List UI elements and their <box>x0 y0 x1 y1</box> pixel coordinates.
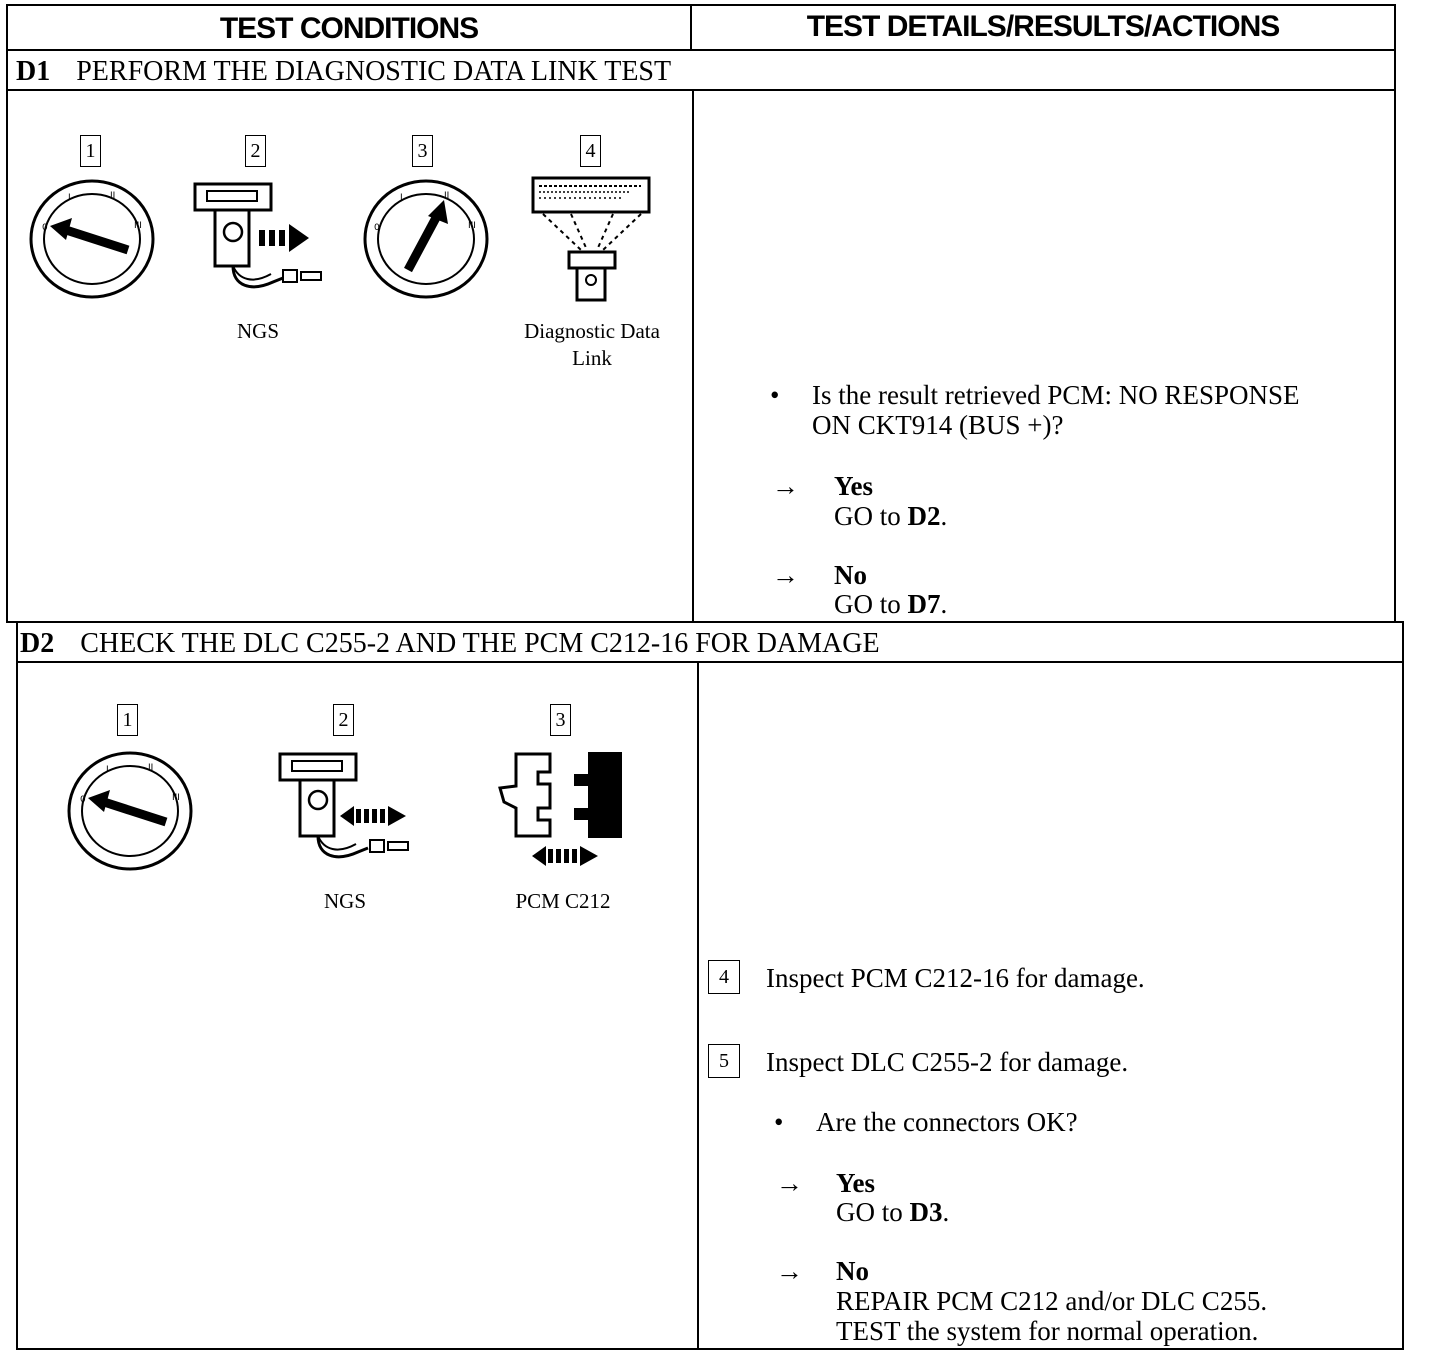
d2-pcm-caption: PCM C212 <box>515 889 611 913</box>
d1-no-arrow: → <box>772 560 799 590</box>
d1-yes-action-target: D2 <box>907 501 941 531</box>
d1-no-label: No <box>834 560 867 590</box>
d1-ddl-caption-line1: Diagnostic Data <box>524 319 660 343</box>
svg-text:III: III <box>134 221 142 231</box>
header-column-divider <box>690 4 692 51</box>
d2-section-title: D2 CHECK THE DLC C255-2 AND THE PCM C212-… <box>20 628 880 660</box>
table-border-top <box>6 4 1396 6</box>
svg-text:II: II <box>110 191 115 201</box>
d2-step-4-text: Inspect PCM C212-16 for damage. <box>766 963 1145 993</box>
d1-column-divider <box>692 89 694 622</box>
diagnostic-data-link-icon <box>531 176 651 302</box>
d2-title-divider <box>16 661 1404 663</box>
d2-ngs-caption: NGS <box>323 889 366 913</box>
d2-yes-action-prefix: GO to <box>836 1197 910 1227</box>
svg-text:0: 0 <box>80 795 86 805</box>
d1-title: PERFORM THE DIAGNOSTIC DATA LINK TEST <box>76 56 672 87</box>
d1-step-4-number: 4 <box>580 135 601 167</box>
d1-step-2-number: 2 <box>245 135 266 167</box>
d1-step-3-number: 3 <box>412 135 433 167</box>
d2-code: D2 <box>20 628 55 659</box>
svg-text:I: I <box>106 765 109 775</box>
d1-yes-label: Yes <box>834 471 873 501</box>
ignition-run-icon: 0 I II III <box>363 179 489 299</box>
table-border-left <box>6 4 8 622</box>
d1-yes-action-period: . <box>940 501 948 531</box>
d1-no-action-period: . <box>940 589 948 619</box>
d2-step-2-number: 2 <box>333 704 354 736</box>
svg-text:II: II <box>148 763 153 773</box>
d1-d2-divider <box>6 621 1404 623</box>
svg-text:II: II <box>444 191 449 201</box>
d1-no-action: GO to D7. <box>834 589 947 619</box>
d2-step-1-number: 1 <box>117 704 138 736</box>
d1-ngs-caption: NGS <box>236 319 279 343</box>
d2-no-action-line2: TEST the system for normal operation. <box>836 1316 1259 1346</box>
header-test-conditions: TEST CONDITIONS <box>219 12 479 45</box>
d2-step-5-number: 5 <box>708 1044 740 1078</box>
table-border-bottom <box>16 1348 1404 1350</box>
svg-text:I: I <box>400 193 403 203</box>
ngs-disconnect-icon <box>278 752 409 859</box>
d1-question-line1: Is the result retrieved PCM: NO RESPONSE <box>812 380 1300 410</box>
svg-text:III: III <box>172 793 180 803</box>
d1-yes-arrow: → <box>772 471 799 501</box>
d2-step-5-text: Inspect DLC C255-2 for damage. <box>766 1047 1129 1077</box>
d2-yes-action-target: D3 <box>909 1197 943 1227</box>
d1-no-action-prefix: GO to <box>834 589 908 619</box>
d2-yes-action: GO to D3. <box>836 1197 949 1227</box>
d1-yes-action-prefix: GO to <box>834 501 908 531</box>
d2-no-arrow: → <box>776 1256 803 1286</box>
pcm-connector-icon <box>498 752 622 866</box>
table-border-right <box>1394 4 1396 622</box>
ngs-connect-icon <box>193 182 322 289</box>
d2-step-3-number: 3 <box>550 704 571 736</box>
d1-code: D1 <box>16 56 51 87</box>
d2-no-label: No <box>836 1256 869 1286</box>
d1-question-line2: ON CKT914 (BUS +)? <box>812 410 1064 440</box>
svg-text:I: I <box>68 193 71 203</box>
d1-title-divider <box>6 89 1396 91</box>
d1-yes-action: GO to D2. <box>834 501 947 531</box>
d2-column-divider <box>697 661 699 1350</box>
header-divider <box>6 49 1396 51</box>
ignition-off-icon: 0 I II III <box>29 179 155 299</box>
d2-yes-action-period: . <box>942 1197 950 1227</box>
d2-yes-arrow: → <box>776 1168 803 1198</box>
table-border-right-lower <box>1402 622 1404 1350</box>
ignition-off-icon: 0 I II III <box>67 751 193 871</box>
d1-ddl-caption-line2: Link <box>572 346 612 370</box>
d1-no-action-target: D7 <box>907 589 941 619</box>
d2-title: CHECK THE DLC C255-2 AND THE PCM C212-16… <box>80 628 880 659</box>
svg-text:0: 0 <box>42 223 48 233</box>
d2-no-action-line1: REPAIR PCM C212 and/or DLC C255. <box>836 1286 1268 1316</box>
d1-step-1-number: 1 <box>80 135 101 167</box>
d1-section-title: D1 PERFORM THE DIAGNOSTIC DATA LINK TEST <box>16 56 671 88</box>
d2-question: Are the connectors OK? <box>816 1107 1078 1137</box>
table-border-left-lower <box>16 622 18 1350</box>
svg-text:0: 0 <box>374 223 380 233</box>
header-test-details: TEST DETAILS/RESULTS/ACTIONS <box>806 10 1281 43</box>
d2-step-4-number: 4 <box>708 960 740 994</box>
d1-question-bullet: • <box>770 380 780 410</box>
svg-text:III: III <box>468 221 476 231</box>
d2-yes-label: Yes <box>836 1168 875 1198</box>
d2-question-bullet: • <box>774 1107 784 1137</box>
